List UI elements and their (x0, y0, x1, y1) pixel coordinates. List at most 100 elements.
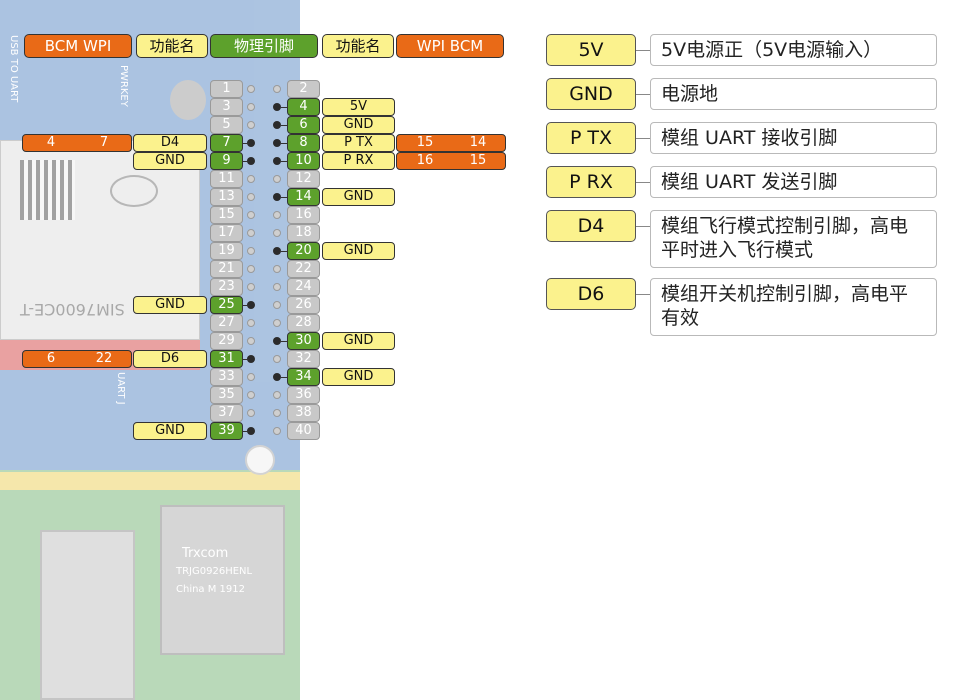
legend-description: 模组开关机控制引脚，高电平有效 (650, 278, 937, 336)
pin-3: 3 (210, 98, 243, 116)
pin-24: 24 (287, 278, 320, 296)
pin-36: 36 (287, 386, 320, 404)
pin10-wpi: 16 (416, 153, 434, 168)
legend-description: 模组飞行模式控制引脚，高电平时进入飞行模式 (650, 210, 937, 268)
pin-37-marker (247, 409, 255, 417)
pin-9-marker (247, 157, 255, 165)
pin31-wpi: 22 (95, 351, 113, 366)
pin-20-marker (273, 247, 281, 255)
pin-25-marker (247, 301, 255, 309)
pin-30: 30 (287, 332, 320, 350)
pin-31: 31 (210, 350, 243, 368)
pin-21: 21 (210, 260, 243, 278)
pin31-function: D6 (133, 350, 207, 368)
pin-33: 33 (210, 368, 243, 386)
pin-6-lead (281, 125, 287, 126)
pin-34-lead (281, 377, 287, 378)
pin-35: 35 (210, 386, 243, 404)
pin-23-marker (247, 283, 255, 291)
legend-key: P TX (546, 122, 636, 154)
pwrkey-label: PWRKEY (118, 65, 129, 107)
header-function-left: 功能名 (136, 34, 208, 58)
pin-16-marker (273, 211, 281, 219)
pin-6-marker (273, 121, 281, 129)
pin-4-lead (281, 107, 287, 108)
legend-key: GND (546, 78, 636, 110)
pin-4-marker (273, 103, 281, 111)
pin-22-marker (273, 265, 281, 273)
pin-17: 17 (210, 224, 243, 242)
legend-connector (636, 226, 650, 227)
header-function-right: 功能名 (322, 34, 394, 58)
pin-8: 8 (287, 134, 320, 152)
pin20-function: GND (322, 242, 395, 260)
pin-18: 18 (287, 224, 320, 242)
pin-38: 38 (287, 404, 320, 422)
pin14-function: GND (322, 188, 395, 206)
legend-key: 5V (546, 34, 636, 66)
pin-7: 7 (210, 134, 243, 152)
pin-9-lead (243, 161, 249, 162)
usb-port (40, 530, 135, 700)
pin-10: 10 (287, 152, 320, 170)
header-wpi-bcm-right: WPI BCM (396, 34, 504, 58)
gpio-header-strip (0, 472, 300, 490)
pin30-function: GND (322, 332, 395, 350)
pin-18-marker (273, 229, 281, 237)
pin-2-marker (273, 85, 281, 93)
pin-21-marker (247, 265, 255, 273)
pin-26: 26 (287, 296, 320, 314)
pin-1-marker (247, 85, 255, 93)
eth-brand-label: Trxcom (182, 546, 229, 561)
pin-23: 23 (210, 278, 243, 296)
pin-30-marker (273, 337, 281, 345)
pin-17-marker (247, 229, 255, 237)
pin-1: 1 (210, 80, 243, 98)
legend-description: 模组 UART 接收引脚 (650, 122, 937, 154)
pin-39: 39 (210, 422, 243, 440)
pin-19: 19 (210, 242, 243, 260)
board-photo: USB TO UART PWRKEY SIM7600CE-T UART J Tr… (0, 0, 300, 700)
pin-28-marker (273, 319, 281, 327)
pin-27-marker (247, 319, 255, 327)
pin-12: 12 (287, 170, 320, 188)
legend-connector (636, 50, 650, 51)
pin-15: 15 (210, 206, 243, 224)
pin-37: 37 (210, 404, 243, 422)
pin-13: 13 (210, 188, 243, 206)
pin-32: 32 (287, 350, 320, 368)
pin6-function: GND (322, 116, 395, 134)
legend-description: 5V电源正（5V电源输入） (650, 34, 937, 66)
pin-29: 29 (210, 332, 243, 350)
pi-board (0, 470, 300, 700)
pin-33-marker (247, 373, 255, 381)
pin-11: 11 (210, 170, 243, 188)
pin-14-marker (273, 193, 281, 201)
eth-origin-label: China M 1912 (176, 584, 245, 595)
pin-31-lead (243, 359, 249, 360)
pin-31-marker (247, 355, 255, 363)
pin-9: 9 (210, 152, 243, 170)
pin-34: 34 (287, 368, 320, 386)
pin-40-marker (273, 427, 281, 435)
pin-25-lead (243, 305, 249, 306)
legend-key: D4 (546, 210, 636, 242)
pin8-bcm: 14 (469, 135, 487, 150)
pin-32-marker (273, 355, 281, 363)
pin-5: 5 (210, 116, 243, 134)
header-physical-pin: 物理引脚 (210, 34, 318, 58)
pin8-wpi: 15 (416, 135, 434, 150)
pin7-function: D4 (133, 134, 207, 152)
pin10-function: P RX (322, 152, 395, 170)
pin7-wpi: 7 (99, 135, 109, 150)
legend-connector (636, 182, 650, 183)
pin39-function: GND (133, 422, 207, 440)
pin4-function: 5V (322, 98, 395, 116)
pin-8-marker (273, 139, 281, 147)
pin-14-lead (281, 197, 287, 198)
pin-12-marker (273, 175, 281, 183)
